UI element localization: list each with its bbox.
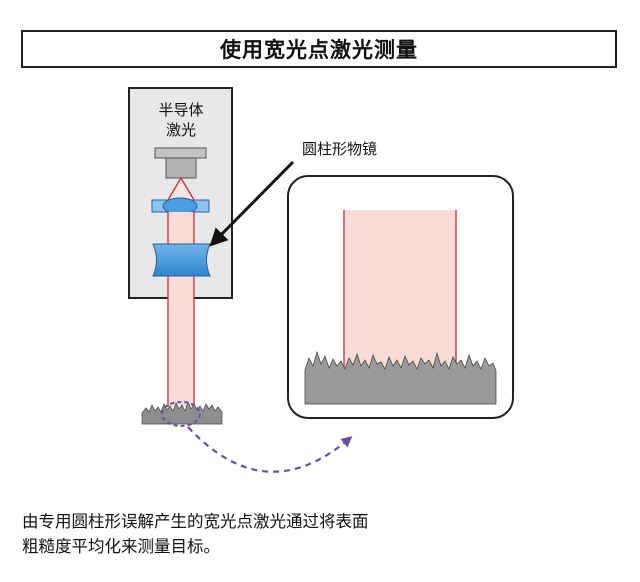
- diagram-title: 使用宽光点激光测量: [21, 30, 617, 68]
- cylindrical-lens-label: 圆柱形物镜: [302, 140, 378, 158]
- collimating-lens-icon: [151, 197, 210, 215]
- semiconductor-laser-icon: [154, 147, 207, 179]
- zoom-beam: [344, 210, 456, 370]
- caption-text: 由专用圆柱形误解产生的宽光点激光通过将表面 粗糙度平均化来测量目标。: [22, 512, 369, 556]
- cylindrical-lens-icon: [152, 243, 211, 277]
- small-rough-surface: [141, 401, 223, 425]
- lens-pointer-arrow: [209, 160, 295, 247]
- magnify-arrow: [187, 426, 353, 473]
- semiconductor-laser-label: 半导体 激光: [158, 101, 204, 139]
- large-rough-surface: [304, 350, 497, 405]
- laser-beam: [168, 212, 194, 407]
- focus-ellipse: [161, 401, 201, 427]
- inner-beam: [168, 178, 194, 200]
